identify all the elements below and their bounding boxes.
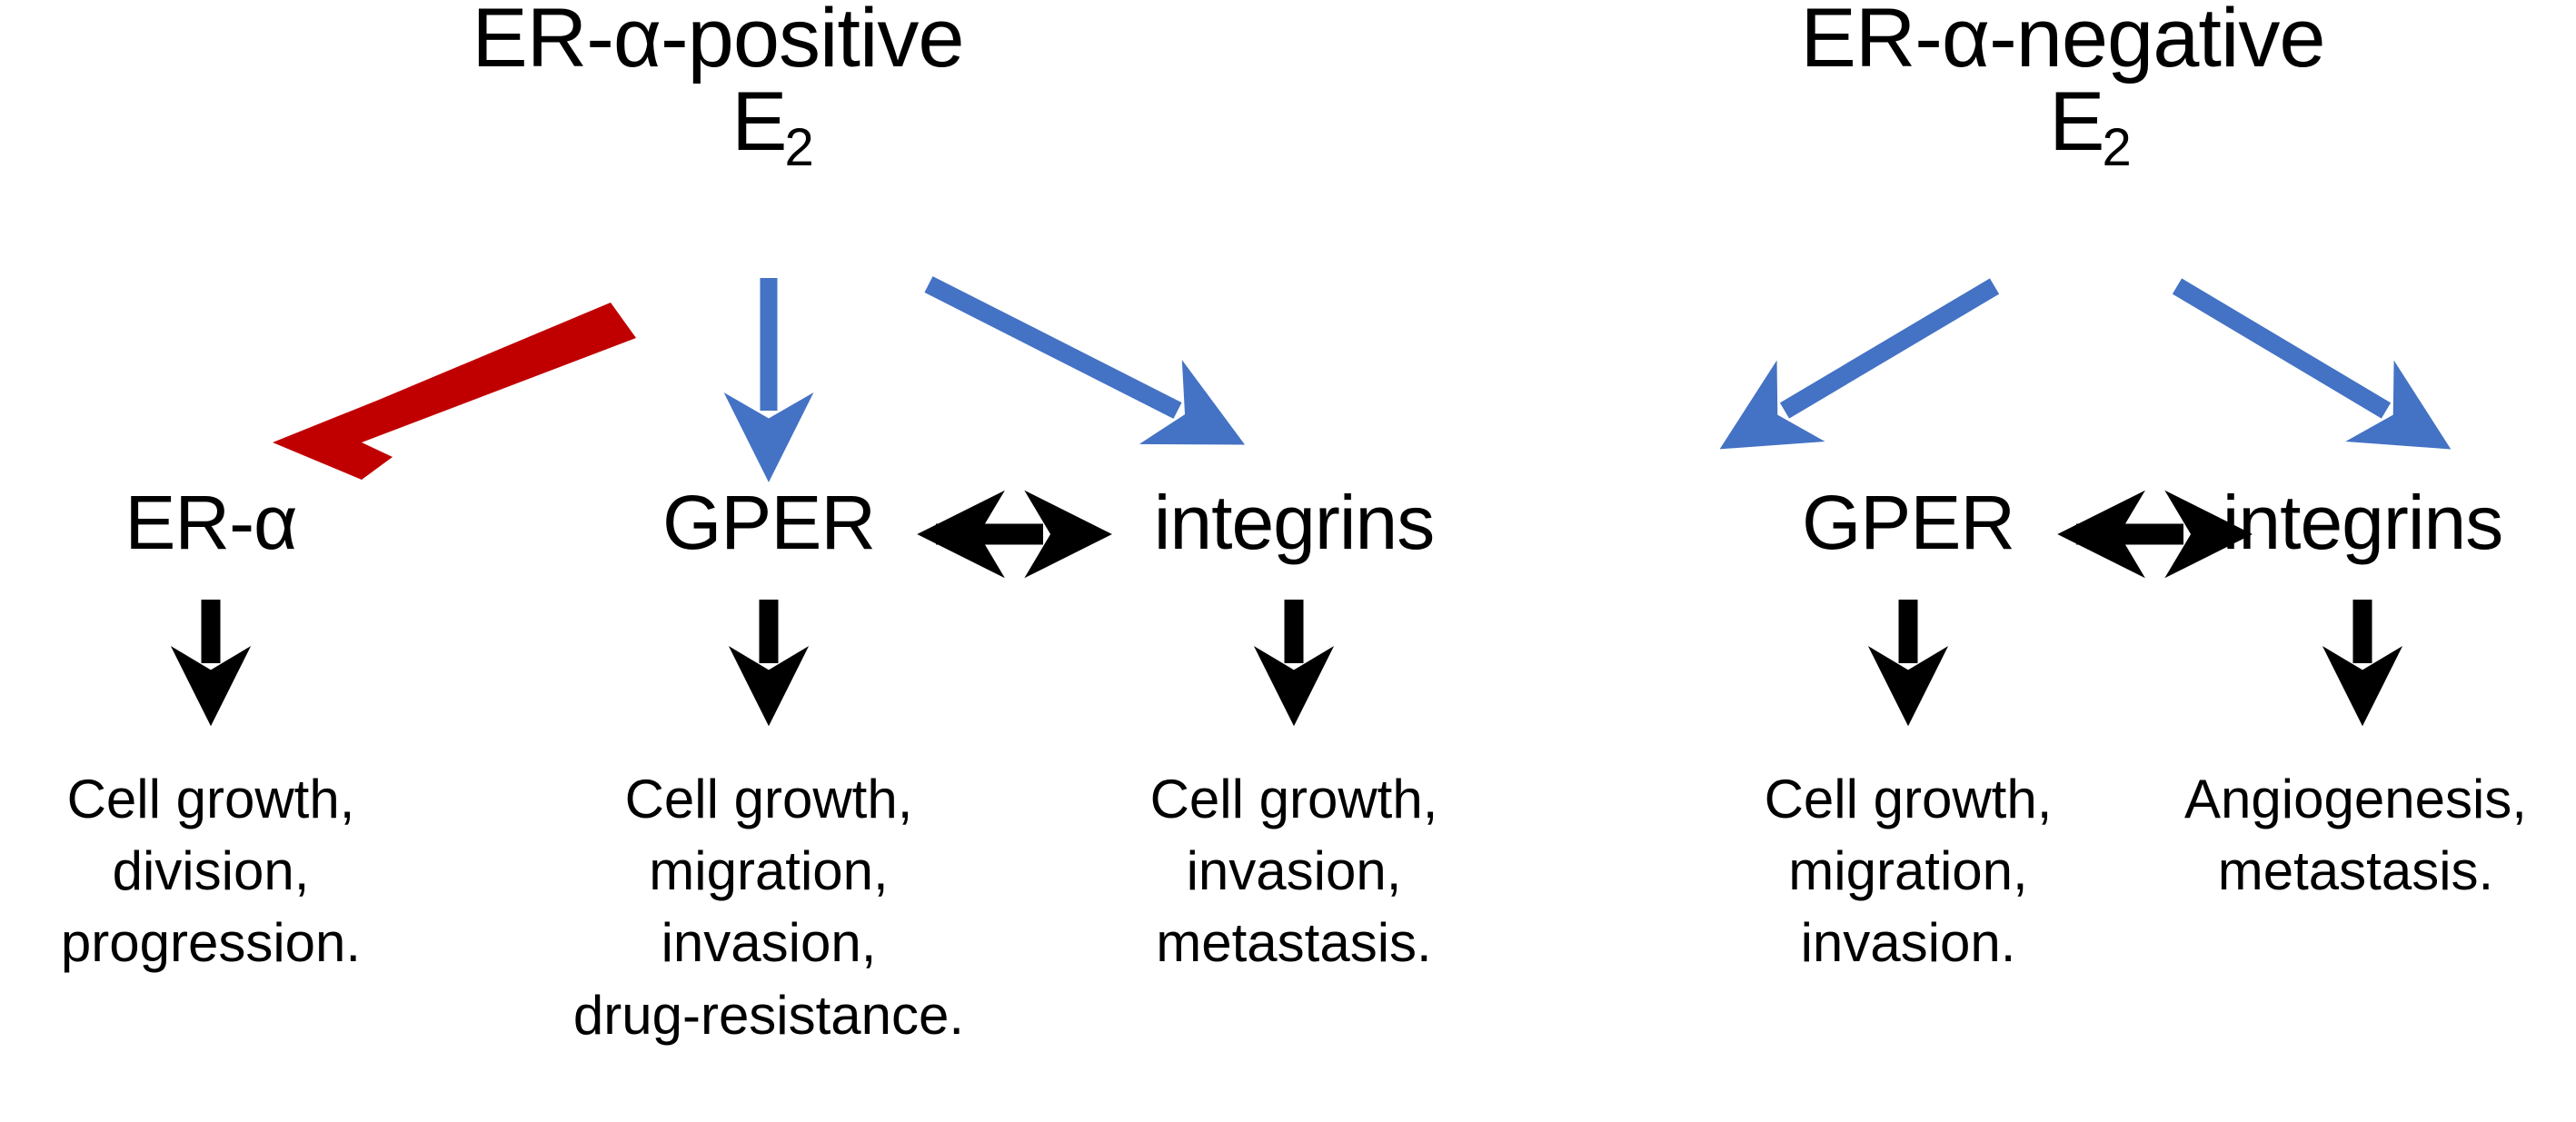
outcome-text-gper-negative: Cell growth, migration, invasion. [1764,769,2053,974]
outcome-text-integrins-negative: Angiogenesis, metastasis. [2184,769,2527,902]
receptor-label-integrins: integrins [1153,480,1436,565]
receptor-label-gper: GPER [661,480,876,565]
edge-e2-to-integrins-blue [924,276,1246,445]
panel-title-er-alpha-positive: ER-α-positive [472,0,964,84]
receptor-label-er-alpha: ER-α [124,480,297,565]
ligand-symbol-right: E [2049,75,2104,168]
receptor-label-integrins-negative: integrins [2222,480,2504,565]
edge-e2-to-integrins-n-blue [2172,278,2452,450]
ligand-subscript-left: 2 [784,118,814,178]
outcome-text-integrins: Cell growth, invasion, metastasis. [1149,769,1438,974]
receptor-label-gper-negative: GPER [1801,480,2015,565]
panel-title-er-alpha-negative: ER-α-negative [1800,0,2325,84]
outcome-text-gper: Cell growth, migration, invasion, drug-r… [572,769,965,1046]
outcome-text-er-alpha: Cell growth, division, progression. [60,769,362,974]
ligand-label-e2-left: E2 [636,80,909,174]
edge-e2-to-er-alpha-red [273,303,636,480]
ligand-symbol-left: E [731,75,787,168]
ligand-label-e2-right: E2 [1954,80,2226,174]
edge-e2-to-gper-n-blue [1719,278,2000,450]
ligand-subscript-right: 2 [2102,118,2132,178]
